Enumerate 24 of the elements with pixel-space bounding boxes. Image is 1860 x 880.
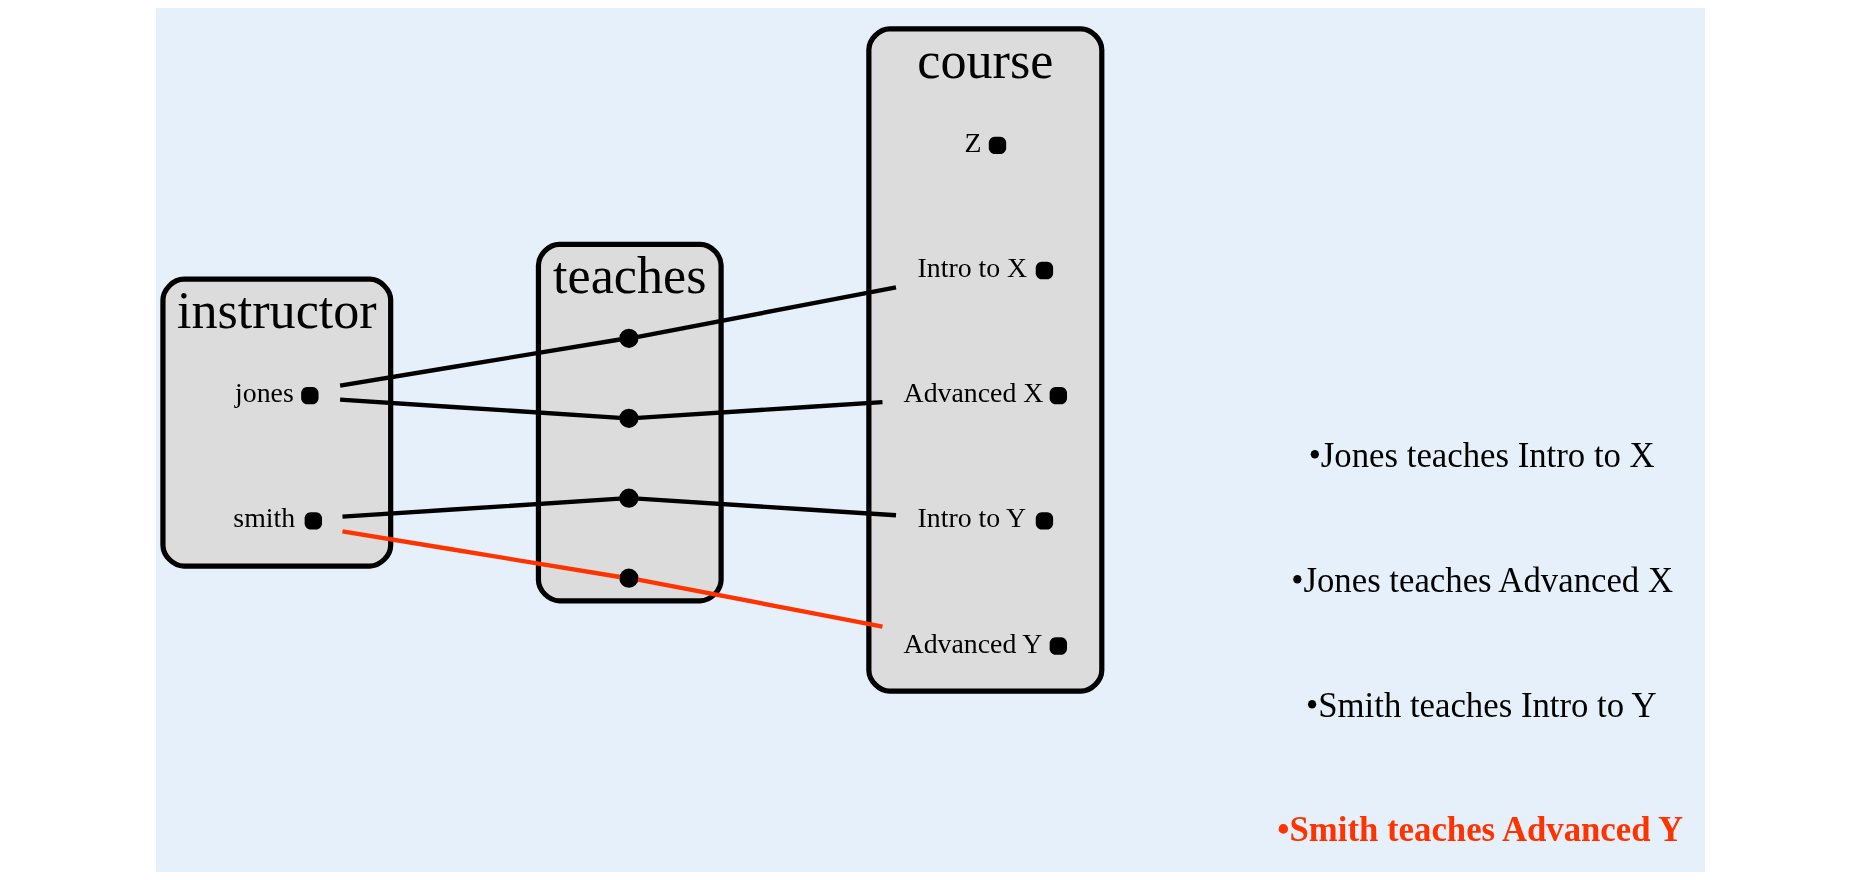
connector: [341, 496, 620, 519]
connector: [637, 285, 896, 340]
cluster: teaches: [535, 241, 724, 604]
label: •Smith teaches Advanced Y: [1276, 809, 1683, 849]
connector: [339, 337, 620, 388]
node-label: jones: [234, 377, 294, 409]
node-label: Advanced X: [903, 377, 1043, 409]
node-label: Intro to X: [917, 252, 1027, 284]
node-label: smith: [232, 502, 295, 534]
connector: [637, 399, 883, 420]
node-circle: [618, 408, 639, 428]
node-label: Intro to Y: [917, 502, 1026, 534]
label: •Smith teaches Intro to Y: [1305, 686, 1657, 726]
connector: [339, 397, 620, 420]
connector: [341, 529, 620, 580]
node-label: Advanced Y: [903, 627, 1042, 659]
node-label: Z: [963, 126, 981, 158]
node-circle: [618, 568, 639, 588]
connector: [637, 496, 896, 518]
label: •Jones teaches Advanced X: [1290, 561, 1673, 601]
connector: [637, 577, 883, 629]
node-circle: [618, 488, 639, 508]
node-circle: [618, 328, 639, 348]
label: •Jones teaches Intro to X: [1308, 435, 1655, 475]
